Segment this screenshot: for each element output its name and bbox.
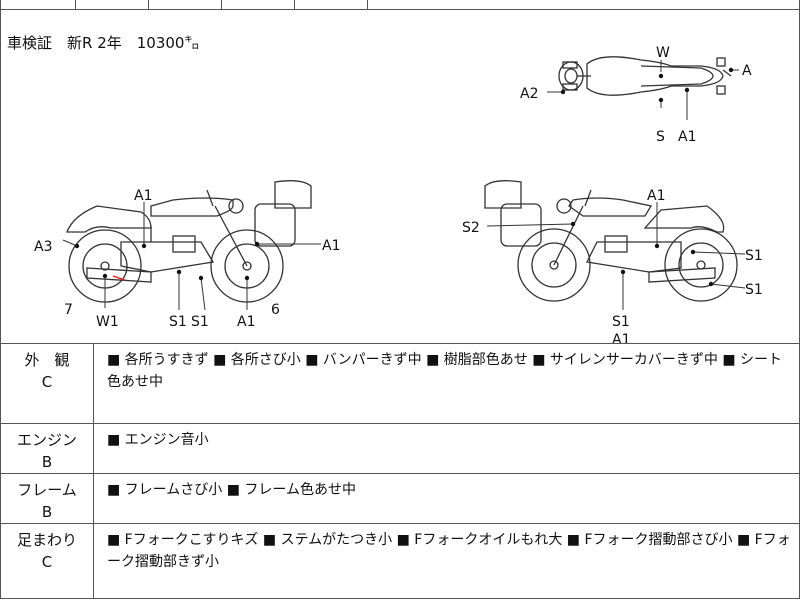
column-divider (93, 344, 94, 423)
motorcycle-diagrams: W A A2 S A1 A1 A3 A1 7 W1 S1 S1 A1 6 A1 … (34, 45, 763, 343)
diagram-label: S1 (169, 314, 187, 330)
diagram-label: A1 (678, 129, 696, 145)
row-items: ■ Fフォークこすりキズ ■ ステムがたつき小 ■ Fフォークオイルもれ大 ■ … (107, 532, 791, 570)
diagram-label: A1 (612, 332, 630, 343)
header-cell (1, 0, 76, 9)
diagram-label: A1 (322, 238, 340, 254)
row-grade: B (41, 453, 53, 471)
diagram-label: W1 (96, 314, 119, 330)
row-items: ■ 各所うすきず ■ 各所さび小 ■ バンパーきず中 ■ 樹脂部色あせ ■ サイ… (107, 352, 783, 390)
row-label: 外 観 C (1, 344, 93, 393)
diagram-label: W (656, 45, 670, 61)
row-category: 足まわり (16, 531, 77, 549)
row-label: フレーム B (1, 474, 93, 523)
header-cell (76, 0, 149, 9)
condition-row-suspension: 足まわり C ■ Fフォークこすりキズ ■ ステムがたつき小 ■ Fフォークオイ… (1, 524, 799, 598)
row-items: ■ エンジン音小 (107, 432, 209, 448)
condition-row-exterior: 外 観 C ■ 各所うすきず ■ 各所さび小 ■ バンパーきず中 ■ 樹脂部色あ… (1, 344, 799, 424)
column-divider (93, 524, 94, 598)
row-grade: B (41, 503, 53, 521)
diagram-label: S1 (745, 248, 763, 264)
diagram-label: S1 (745, 282, 763, 298)
column-divider (93, 424, 94, 473)
diagram-label: 6 (271, 302, 280, 318)
registration-info: 車検証 新R 2年 10300㌔ (7, 34, 200, 52)
diagram-label: A3 (34, 239, 52, 255)
diagram-label: S1 (191, 314, 209, 330)
header-table-strip (1, 0, 799, 10)
diagram-label: A1 (237, 314, 255, 330)
row-grade: C (41, 553, 53, 571)
row-items: ■ フレームさび小 ■ フレーム色あせ中 (107, 482, 356, 498)
row-grade: C (41, 373, 53, 391)
condition-row-engine: エンジン B ■ エンジン音小 (1, 424, 799, 474)
diagram-label: A2 (520, 86, 538, 102)
right-side-motorcycle (484, 180, 738, 302)
diagram-label: 7 (64, 302, 73, 318)
row-label: 足まわり C (1, 524, 93, 573)
diagram-label: A1 (134, 188, 152, 204)
header-cell (222, 0, 295, 9)
diagram-label: S (656, 129, 665, 145)
row-category: 外 観 (24, 351, 70, 369)
diagram-label: S1 (612, 314, 630, 330)
damage-diagram-area: 車検証 新R 2年 10300㌔ (1, 10, 799, 344)
top-view-motorcycle (558, 56, 732, 96)
left-side-motorcycle (66, 180, 312, 303)
header-cell (149, 0, 222, 9)
diagram-label: A1 (647, 188, 665, 204)
diagram-label: S2 (462, 220, 480, 236)
condition-row-frame: フレーム B ■ フレームさび小 ■ フレーム色あせ中 (1, 474, 799, 524)
row-category: フレーム (17, 481, 77, 499)
header-cell (295, 0, 368, 9)
diagram-label: A (742, 63, 752, 79)
row-label: エンジン B (1, 424, 93, 473)
row-category: エンジン (16, 431, 77, 449)
column-divider (93, 474, 94, 523)
